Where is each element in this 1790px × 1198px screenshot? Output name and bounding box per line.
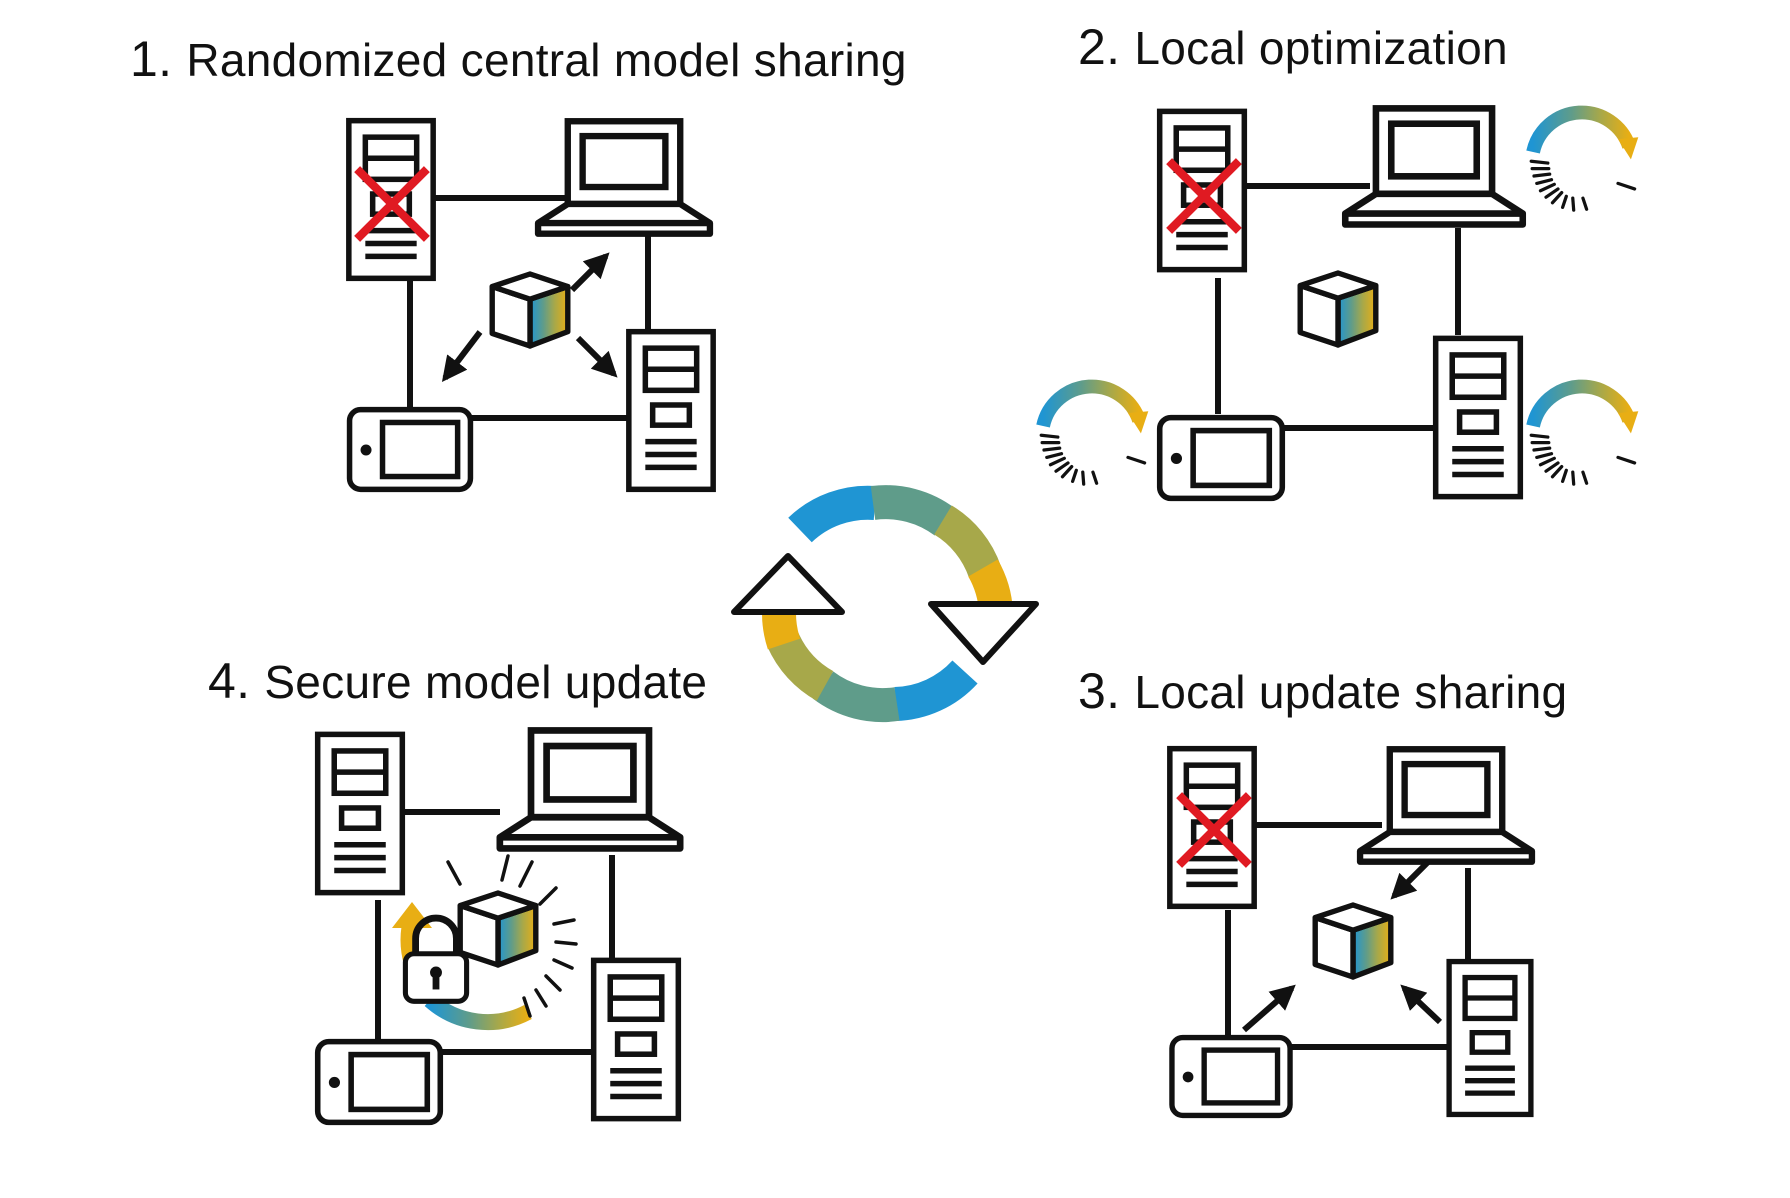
laptop-icon — [538, 121, 710, 233]
model-cube-icon — [1300, 273, 1376, 345]
laptop-icon — [500, 730, 680, 848]
server-tower-icon — [1436, 338, 1521, 496]
panel-2-network — [1041, 108, 1638, 498]
step-3-number: 3. — [1078, 663, 1121, 719]
update-arc — [424, 993, 532, 1031]
step-2-label: Local optimization — [1134, 22, 1508, 74]
panel-4-network — [318, 730, 680, 1122]
laptop-icon — [1345, 108, 1522, 224]
tablet-icon — [350, 410, 471, 490]
step-3-title: 3.Local update sharing — [1078, 662, 1567, 720]
optimization-spinner-icon — [1531, 113, 1638, 211]
cycle-arrows-icon — [731, 485, 1039, 723]
tablet-icon — [1160, 418, 1283, 499]
server-tower-icon — [629, 332, 713, 490]
step-4-number: 4. — [208, 653, 251, 709]
model-cube-icon — [492, 274, 568, 346]
panel-1-network — [349, 121, 713, 490]
optimization-spinner-icon — [1041, 387, 1148, 485]
step-3-label: Local update sharing — [1134, 666, 1568, 718]
step-2-number: 2. — [1078, 19, 1121, 75]
model-cube-icon — [460, 893, 536, 965]
step-4-title: 4.Secure model update — [208, 652, 707, 710]
server-tower-icon — [1449, 962, 1531, 1115]
panel-3-network — [1170, 749, 1532, 1116]
tablet-icon — [318, 1042, 441, 1123]
step-1-title: 1.Randomized central model sharing — [130, 30, 907, 88]
lock-icon — [405, 918, 466, 1001]
optimization-spinner-icon — [1531, 387, 1638, 485]
model-cube-icon — [1315, 905, 1391, 977]
step-1-label: Randomized central model sharing — [186, 34, 907, 86]
server-tower-icon — [594, 960, 679, 1118]
tablet-icon — [1172, 1038, 1290, 1116]
step-2-title: 2.Local optimization — [1078, 18, 1508, 76]
step-4-label: Secure model update — [264, 656, 708, 708]
laptop-icon — [1360, 749, 1532, 861]
step-1-number: 1. — [130, 31, 173, 87]
server-tower-icon — [318, 734, 403, 892]
